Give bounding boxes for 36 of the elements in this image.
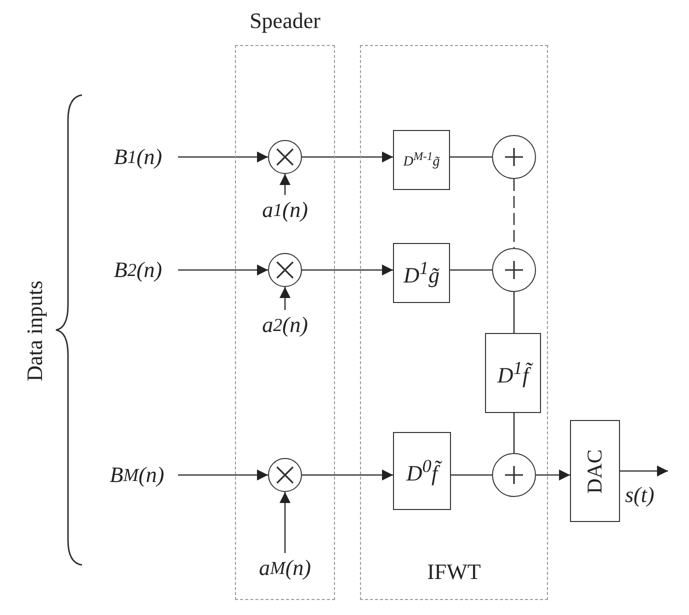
arrow xyxy=(178,470,268,480)
block-label: DAC xyxy=(582,448,608,494)
adder-circle xyxy=(492,135,536,179)
connector-line xyxy=(513,292,515,333)
dashed-group-band xyxy=(360,45,548,600)
filter-label: D$^{1}$g̃ xyxy=(403,258,440,288)
arrow xyxy=(536,470,570,480)
arrow xyxy=(620,466,668,476)
filter-box xyxy=(570,420,620,522)
connector-line xyxy=(513,413,515,453)
band-title: Speader xyxy=(248,8,322,34)
connector-line xyxy=(451,474,492,476)
arrow xyxy=(280,174,290,195)
filter-label: D$^{M-1}$g̃ xyxy=(403,150,440,170)
filter-box xyxy=(393,130,450,190)
filter-box xyxy=(485,333,541,413)
connector-line xyxy=(450,269,492,271)
multiplier-circle xyxy=(268,140,302,174)
adder-circle xyxy=(492,453,536,497)
arrow xyxy=(280,492,290,553)
arrow xyxy=(302,152,393,162)
arrow xyxy=(280,287,290,310)
adder-circle xyxy=(492,248,536,292)
axis-side-label: Data inputs xyxy=(22,280,48,384)
arrow xyxy=(178,152,268,162)
arrow xyxy=(178,264,268,276)
band-title: IFWT xyxy=(426,559,482,585)
connector-line xyxy=(513,179,515,248)
multiplier-circle xyxy=(268,253,302,287)
arrow xyxy=(302,470,393,480)
filter-box xyxy=(393,243,450,303)
filter-box xyxy=(393,432,451,510)
output-signal-label: s(t) xyxy=(625,482,654,508)
arrow xyxy=(302,264,393,276)
multiplier-circle xyxy=(268,458,302,492)
connector-line xyxy=(450,156,492,158)
